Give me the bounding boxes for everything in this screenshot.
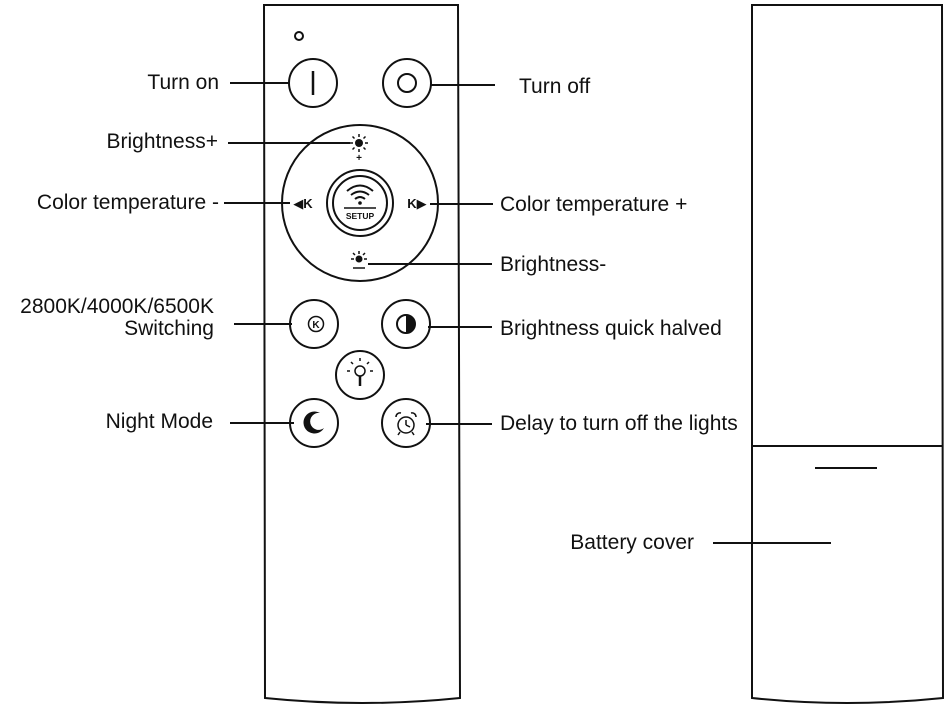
remote-front-body [262,4,462,704]
brightness-halve-button[interactable] [381,299,431,349]
label-brightness-plus: Brightness+ [107,130,218,153]
color-switch-button[interactable]: K [289,299,339,349]
power-on-button[interactable] [288,58,338,108]
label-night-mode: Night Mode [106,410,213,433]
brightness-plus-sign: + [356,153,362,164]
label-color-temp-minus: Color temperature - [37,191,219,214]
remote-back-body [751,4,945,704]
half-circle-icon [396,314,416,334]
power-off-icon [397,73,417,93]
label-battery-cover: Battery cover [570,531,694,554]
alarm-clock-icon [395,412,417,436]
brightness-down-button[interactable] [351,251,367,269]
brightness-up-button[interactable]: + [350,134,368,164]
label-turn-on: Turn on [147,71,219,94]
delay-off-button[interactable] [381,398,431,448]
night-mode-button[interactable] [289,398,339,448]
label-brightness-minus: Brightness- [500,253,606,276]
label-turn-off: Turn off [519,75,590,98]
sun-icon [351,251,367,269]
moon-icon [303,411,324,434]
lamp-button[interactable] [335,350,385,400]
label-switching-line2: Switching [124,317,214,340]
color-temp-up-button[interactable]: K▶ [407,196,426,211]
label-switching-line1: 2800K/4000K/6500K [20,295,214,318]
k-mode-icon: K [312,320,320,331]
sun-icon [350,134,368,152]
leader-lines [224,82,831,544]
label-brightness-halved: Brightness quick halved [500,317,722,340]
power-off-button[interactable] [382,58,432,108]
label-delay-off: Delay to turn off the lights [500,412,738,435]
color-temp-down-button[interactable]: ◀K [293,196,313,211]
indicator-led [294,31,304,41]
wifi-icon [346,184,374,205]
setup-button[interactable]: SETUP [326,169,394,237]
setup-label: SETUP [346,211,375,221]
lamp-icon [347,358,373,386]
label-color-temp-plus: Color temperature + [500,193,687,216]
